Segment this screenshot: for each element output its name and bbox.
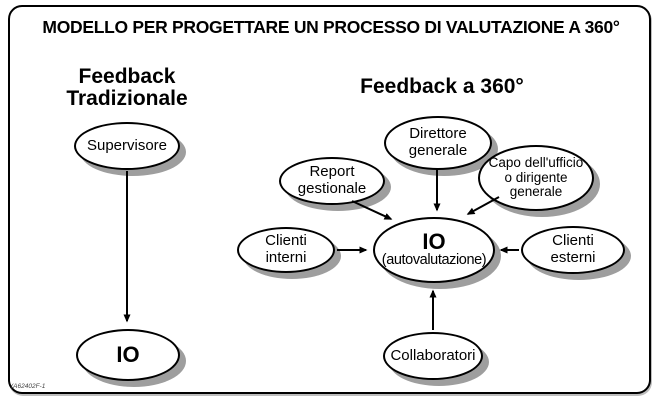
traditional-feedback-heading: Feedback Tradizionale	[66, 65, 188, 111]
slide-footer-caption: (A62402F-1	[11, 383, 46, 390]
feedback-360-heading: Feedback a 360°	[360, 75, 524, 98]
slide-title: MODELLO PER PROGETTARE UN PROCESSO DI VA…	[42, 17, 620, 37]
node-clienti-esterni: Clienti esterni	[521, 226, 625, 274]
node-io-autovalutazione: IO (autovalutazione)	[373, 217, 495, 283]
node-io-autovalutazione-title: IO	[422, 229, 446, 255]
node-clienti-interni-label: Clienti interni	[265, 232, 307, 266]
node-supervisore-label: Supervisore	[86, 136, 168, 154]
node-direttore-generale: Direttore generale	[384, 116, 492, 170]
node-report-gestionale-label: Report gestionale	[297, 163, 367, 197]
node-capo-ufficio: Capo dell'ufficio o dirigente generale	[478, 145, 594, 211]
node-io-traditional: IO	[76, 329, 180, 381]
node-clienti-esterni-label: Clienti esterni	[550, 232, 596, 266]
node-collaboratori: Collaboratori	[383, 332, 483, 380]
node-collaboratori-label: Collaboratori	[390, 346, 476, 364]
node-supervisore: Supervisore	[74, 122, 180, 170]
node-io-autovalutazione-subtitle: (autovalutazione)	[381, 252, 487, 269]
node-report-gestionale: Report gestionale	[279, 157, 385, 205]
node-io-traditional-label: IO	[116, 341, 140, 367]
node-direttore-generale-label: Direttore generale	[408, 125, 468, 159]
node-clienti-interni: Clienti interni	[237, 227, 335, 273]
node-capo-ufficio-label: Capo dell'ufficio o dirigente generale	[488, 155, 584, 200]
